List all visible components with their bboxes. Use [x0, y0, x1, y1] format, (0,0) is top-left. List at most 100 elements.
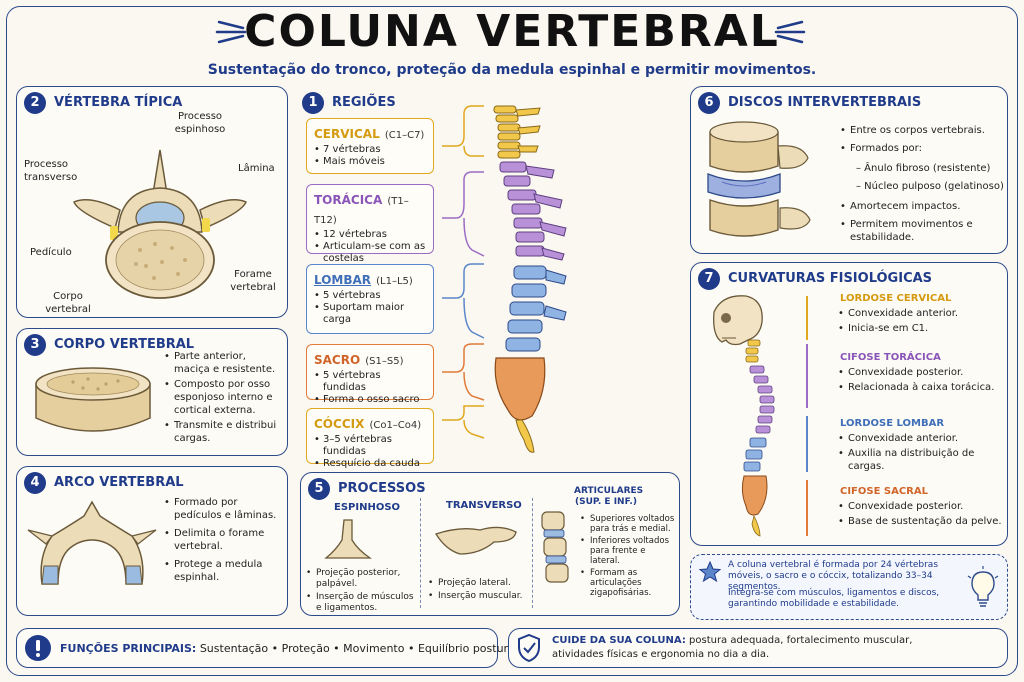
- exclamation-icon: [25, 635, 51, 661]
- processo-articulares-illustration: [541, 511, 569, 583]
- section-number-badge: 5: [308, 478, 330, 500]
- region-range: (L1–L5): [376, 276, 413, 287]
- list-item: Articulam-se com as costelas: [314, 241, 426, 265]
- section-number-badge: 2: [24, 92, 46, 114]
- discos-list: Entre os corpos vertebrais. Formados por…: [840, 124, 1004, 160]
- curve-bracket-cervical: [806, 296, 816, 340]
- divider: [532, 498, 533, 608]
- list-item: 3–5 vértebras fundidas: [314, 434, 426, 458]
- section-title-arco-vertebral: ARCO VERTEBRAL: [54, 475, 184, 490]
- list-item: Relacionada à caixa torácica.: [838, 381, 1004, 394]
- list-item: Superiores voltados para trás e medial.: [580, 514, 678, 534]
- processo-espinhoso-title: ESPINHOSO: [334, 502, 401, 513]
- list-item: Inserção muscular.: [428, 591, 536, 602]
- list-item: Inicia-se em C1.: [838, 322, 1004, 335]
- list-item: Auxilia na distribuição de cargas.: [838, 447, 1004, 473]
- arco-vertebral-illustration: [27, 500, 157, 585]
- vertebra-illustration: [73, 149, 247, 299]
- section-title-corpo-vertebral: CORPO VERTEBRAL: [54, 337, 195, 352]
- label-lamina: Lâmina: [238, 163, 275, 174]
- section-title-processos: PROCESSOS: [338, 481, 426, 496]
- list-item: Convexidade posterior.: [838, 500, 1004, 513]
- curvatura-list: Convexidade anterior. Inicia-se em C1.: [838, 307, 1004, 337]
- list-item: Permitem movimentos e estabilidade.: [840, 218, 1004, 244]
- lightbulb-icon: [967, 566, 999, 607]
- region-range: (Co1–Co4): [369, 420, 422, 431]
- curvaturas-illustration: [713, 295, 775, 537]
- processo-articulares-title: ARTICULARES (SUP. E INF.): [574, 486, 644, 507]
- title-decoration-left: [215, 20, 247, 44]
- section-number-badge: 6: [698, 92, 720, 114]
- shield-check-icon: [518, 633, 540, 663]
- section-title-discos: DISCOS INTERVERTEBRAIS: [728, 95, 922, 110]
- list-item: Protege a medula espinhal.: [164, 558, 282, 584]
- region-name: LOMBAR: [314, 273, 372, 287]
- page-subtitle: Sustentação do tronco, proteção da medul…: [207, 62, 817, 78]
- list-item: 12 vértebras: [314, 229, 426, 241]
- label-processo-espinhoso: Processo espinhoso: [174, 111, 226, 135]
- section-number-badge: 3: [24, 334, 46, 356]
- region-lombar: LOMBAR (L1–L5) 5 vértebras Suportam maio…: [306, 264, 434, 334]
- list-item: Convexidade anterior.: [838, 432, 1004, 445]
- disco-sub-nucleo: – Núcleo pulposo (gelatinoso): [856, 181, 1004, 192]
- curvatura-list: Convexidade posterior. Relacionada à cai…: [838, 366, 1004, 396]
- section-number-badge: 1: [302, 92, 324, 114]
- discos-list-2: Amortecem impactos. Permitem movimentos …: [840, 200, 1004, 249]
- list-item: Parte anterior, maciça e resistente.: [164, 350, 282, 376]
- page-title: COLUNA VERTEBRAL: [244, 6, 780, 57]
- section-title-curvaturas: CURVATURAS FISIOLÓGICAS: [728, 271, 933, 286]
- region-sacro: SACRO (S1–S5) 5 vértebras fundidas Forma…: [306, 344, 434, 406]
- list-item: Resquício da cauda: [314, 458, 426, 470]
- label-forame-vertebral: Forame vertebral: [230, 269, 276, 293]
- curvatura-list: Convexidade anterior. Auxilia na distrib…: [838, 432, 1004, 475]
- list-item: Inserção de músculos e ligamentos.: [306, 592, 416, 614]
- list-item: 7 vértebras: [314, 144, 426, 156]
- funcao-item: Proteção: [281, 642, 330, 655]
- curve-bracket-sacral: [806, 480, 816, 536]
- cuide-text-1: postura adequada, fortalecimento muscula…: [689, 635, 913, 646]
- funcao-item: Equilíbrio postural: [417, 642, 518, 655]
- title-decoration-right: [774, 20, 806, 44]
- panel-funcoes: [16, 628, 498, 668]
- region-range: (T1–T12): [314, 196, 409, 226]
- list-item: Inferiores voltados para frente e latera…: [580, 536, 678, 566]
- list-item: Amortecem impactos.: [840, 200, 1004, 213]
- list-item: Base de sustentação da pelve.: [838, 515, 1004, 528]
- nota-text-2: Integra-se com músculos, ligamentos e di…: [728, 588, 940, 609]
- list-item: Convexidade posterior.: [838, 366, 1004, 379]
- cuide-text: CUIDE DA SUA COLUNA: postura adequada, f…: [552, 634, 912, 662]
- processo-articulares-list: Superiores voltados para trás e medial. …: [580, 514, 678, 600]
- processo-transverso-illustration: [435, 526, 517, 555]
- region-toracica: TORÁCICA (T1–T12) 12 vértebras Articulam…: [306, 184, 434, 264]
- corpo-vertebral-list: Parte anterior, maciça e resistente. Com…: [164, 350, 282, 447]
- label-processo-transverso: Processo transverso: [24, 159, 78, 183]
- list-item: Forma o osso sacro: [314, 394, 426, 406]
- region-cervical: CERVICAL (C1–C7) 7 vértebras Mais móveis: [306, 118, 434, 174]
- nota-text-1: A coluna vertebral é formada por 24 vért…: [728, 560, 939, 592]
- list-item: Composto por osso esponjoso interno e co…: [164, 378, 282, 417]
- list-item: Convexidade anterior.: [838, 307, 1004, 320]
- funcao-item: Sustentação: [199, 642, 269, 655]
- disco-illustration: [707, 121, 811, 237]
- list-item: Entre os corpos vertebrais.: [840, 124, 1004, 137]
- panel-nota: [690, 554, 1008, 620]
- section-title-regioes: REGIÕES: [332, 95, 396, 110]
- section-number-badge: 4: [24, 472, 46, 494]
- curvatura-name: CIFOSE TORÁCICA: [840, 352, 941, 363]
- region-name: CÓCCIX: [314, 417, 365, 431]
- curvatura-name: CIFOSE SACRAL: [840, 486, 928, 497]
- page-frame: [6, 6, 1018, 676]
- curvatura-list: Convexidade posterior. Base de sustentaç…: [838, 500, 1004, 530]
- arco-vertebral-list: Formado por pedículos e lâminas. Delimit…: [164, 496, 282, 589]
- region-name: CERVICAL: [314, 127, 380, 141]
- list-item: Delimita o forame vertebral.: [164, 527, 282, 553]
- corpo-vertebral-illustration: [35, 367, 151, 432]
- processo-transverso-list: Projeção lateral. Inserção muscular.: [428, 578, 536, 604]
- list-item: Formados por:: [840, 142, 1004, 155]
- list-item: Transmite e distribui cargas.: [164, 419, 282, 445]
- spine-regions-illustration: [442, 105, 567, 453]
- label-pediculo: Pedículo: [30, 247, 72, 258]
- cuide-text-2: atividades físicas e ergonomia no dia a …: [552, 649, 770, 660]
- funcao-item: Movimento: [343, 642, 405, 655]
- list-item: Projeção lateral.: [428, 578, 536, 589]
